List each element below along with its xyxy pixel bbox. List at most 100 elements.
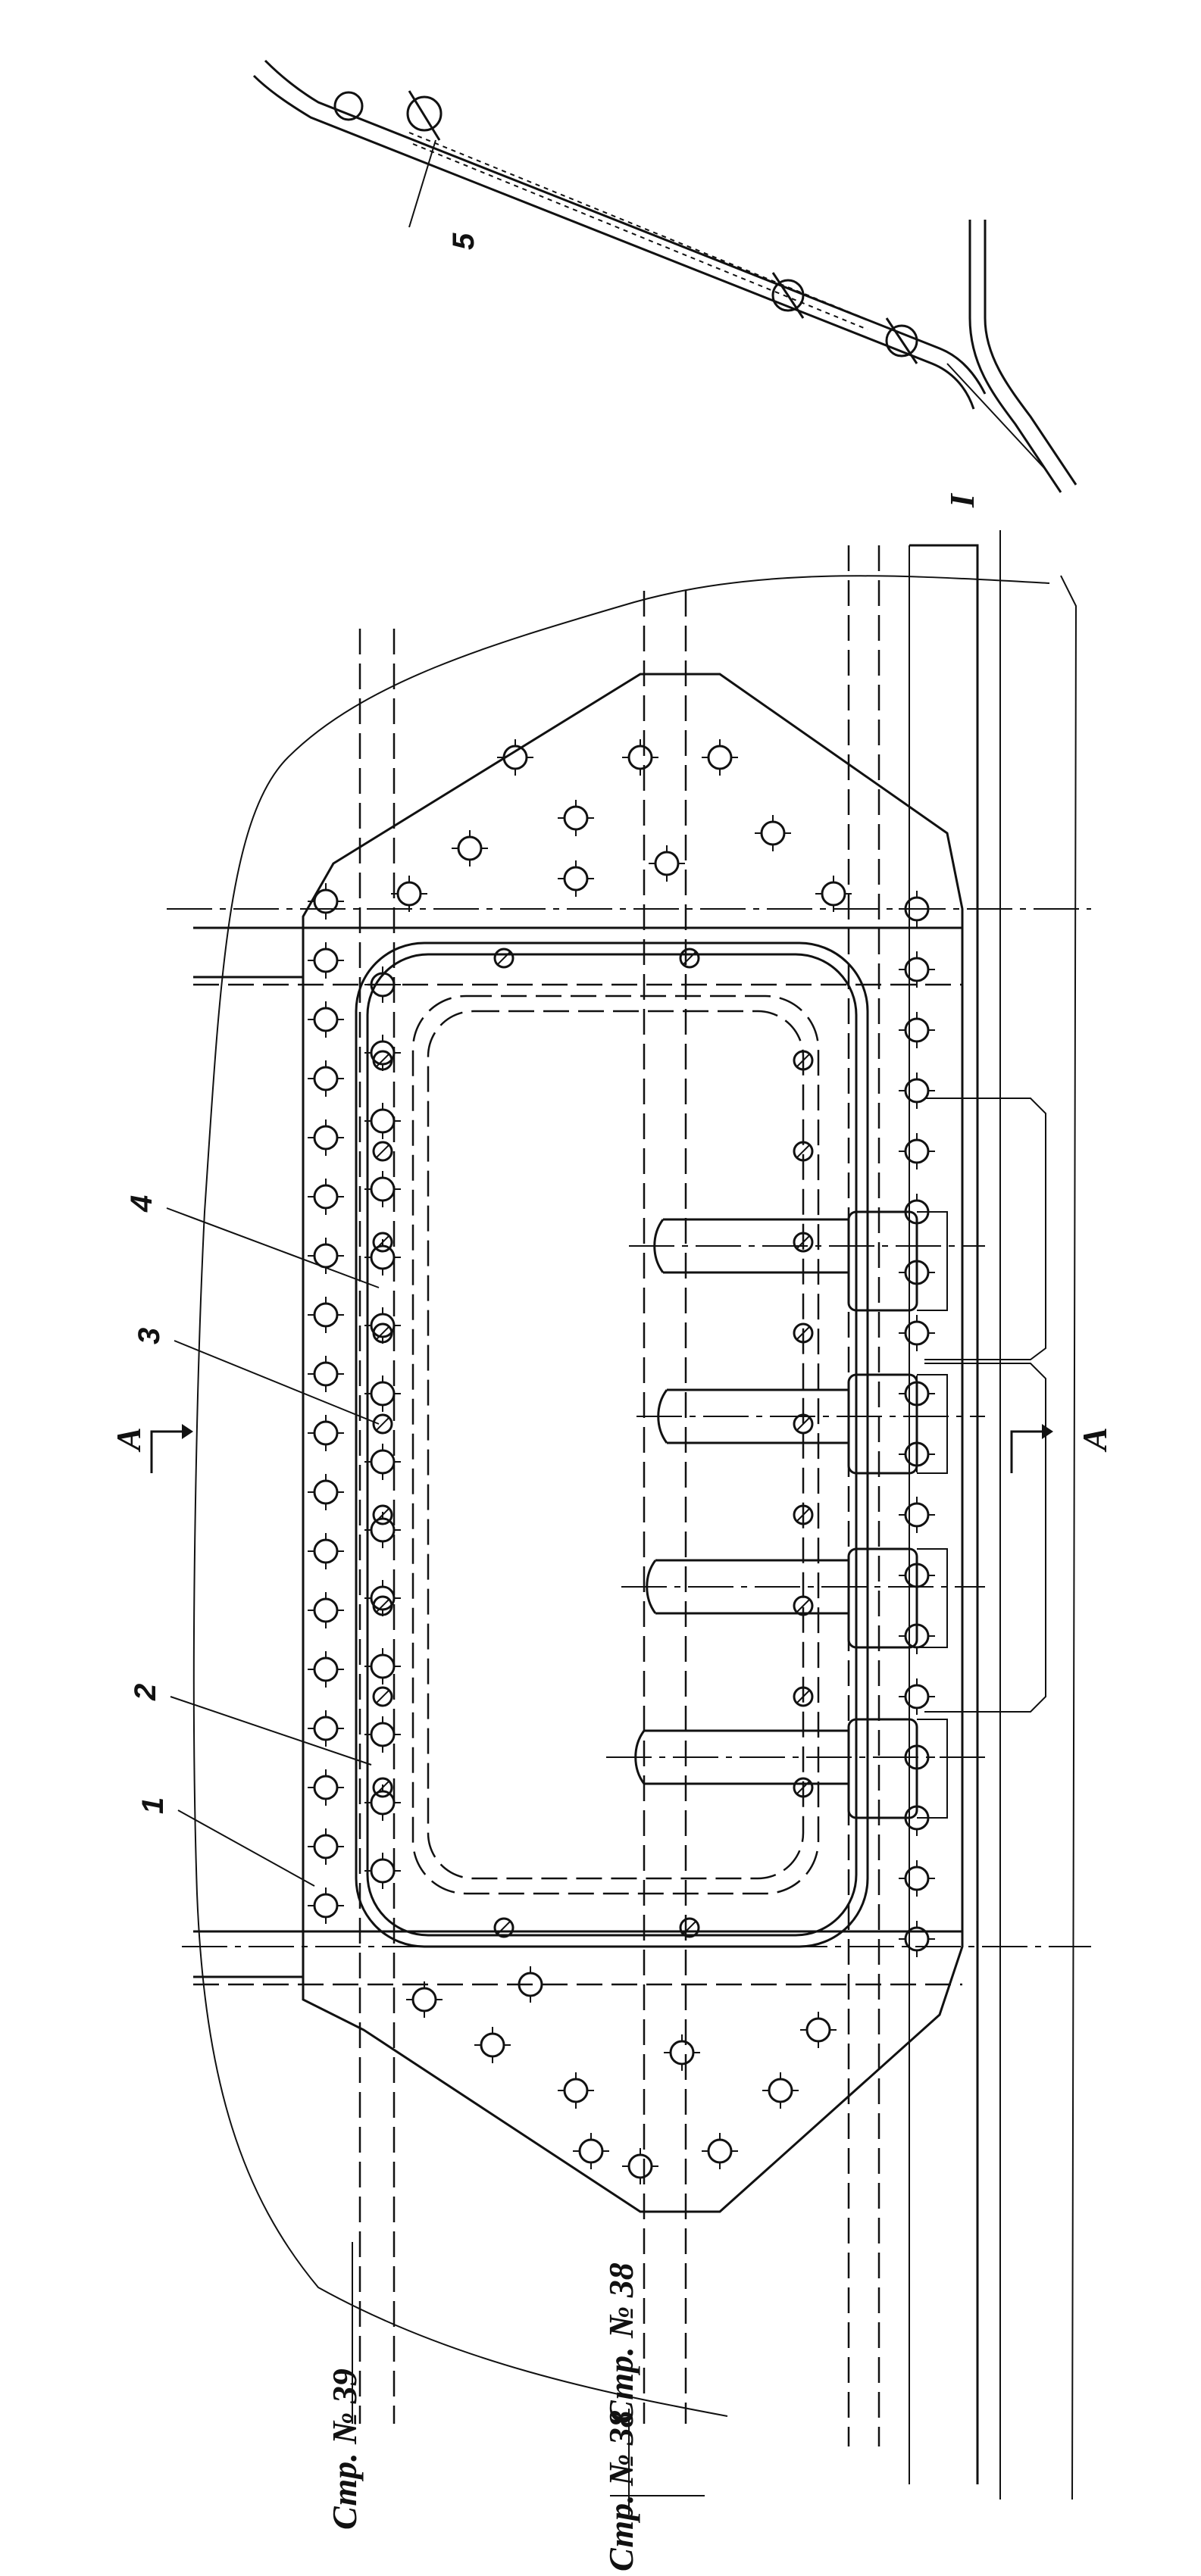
callout-leaders: 1 2 3 4 <box>125 1195 380 1887</box>
callout-5: 5 <box>447 233 480 250</box>
coaming-bolts <box>372 948 814 1938</box>
bolt <box>793 1141 814 1162</box>
rivet <box>313 1716 339 1741</box>
bolt-slash <box>375 1507 390 1522</box>
rivet <box>313 1775 339 1800</box>
bolt-slash <box>375 1416 390 1432</box>
bolt-slash <box>375 1325 390 1341</box>
rivet <box>313 1302 339 1328</box>
bolt <box>372 1232 393 1253</box>
bolt-slash <box>375 1598 390 1613</box>
bolt-slash <box>796 1325 811 1341</box>
rivet <box>370 1176 396 1202</box>
bolt <box>793 1504 814 1525</box>
transverse-beams <box>167 908 1091 1986</box>
bolt-slash <box>796 1053 811 1068</box>
bolt <box>372 1686 393 1707</box>
frame-label-38: Стр. № 38 <box>602 2262 640 2424</box>
rivet <box>563 805 589 831</box>
bolt-slash <box>796 1780 811 1795</box>
section-detail-label: I <box>943 492 981 508</box>
rivet <box>313 1184 339 1210</box>
hull-outline <box>192 530 1077 2500</box>
bolt-slash <box>682 1920 697 1935</box>
bolt-slash <box>796 1507 811 1522</box>
bolt-slash <box>796 1689 811 1704</box>
bolt <box>372 1777 393 1798</box>
section-marker-left: A <box>109 1424 193 1473</box>
rivet <box>370 1517 396 1543</box>
bolt <box>372 1504 393 1525</box>
section-mark-a-right: A <box>1075 1427 1114 1453</box>
bolt-detail-left <box>333 90 443 141</box>
rivet <box>370 1449 396 1475</box>
bolt <box>372 1141 393 1162</box>
rivet <box>313 1066 339 1091</box>
bolt <box>679 948 700 969</box>
section-marker-right: A <box>1010 1424 1114 1473</box>
pipe-penetrations <box>606 1218 985 1785</box>
bolt <box>372 1413 393 1435</box>
bolt-slash <box>375 1689 390 1704</box>
rivet <box>313 1893 339 1919</box>
bolt <box>793 1050 814 1071</box>
rivet <box>669 2040 695 2065</box>
rivet <box>411 1987 437 2012</box>
rivet <box>313 948 339 973</box>
rivet <box>654 851 680 876</box>
bolt-slash <box>375 1144 390 1159</box>
rivet <box>313 1597 339 1623</box>
bolt-slash <box>796 1416 811 1432</box>
callout-3: 3 <box>133 1328 166 1344</box>
rivet <box>563 866 589 891</box>
bolt <box>372 1322 393 1344</box>
rivet <box>313 1420 339 1446</box>
frame-label-38-bottom: Стр. № 38 <box>602 2410 640 2571</box>
rivet <box>627 745 653 770</box>
hatch-coaming <box>355 941 869 1948</box>
doubler-plate <box>302 673 964 2213</box>
callout-2: 2 <box>129 1684 162 1701</box>
section-detail: 5 I <box>252 59 1077 508</box>
bolt <box>493 948 514 969</box>
rivet <box>578 2138 604 2164</box>
rivet <box>313 1361 339 1387</box>
bolt <box>679 1917 700 1938</box>
rivet <box>370 1722 396 1747</box>
rivet <box>313 1479 339 1505</box>
rivet <box>313 1007 339 1032</box>
bolt <box>493 1917 514 1938</box>
bolt <box>793 1322 814 1344</box>
leader-5 <box>408 139 436 228</box>
bolt-slash <box>682 951 697 966</box>
bolt-slash <box>496 951 511 966</box>
bolt <box>793 1595 814 1616</box>
rivet <box>313 1243 339 1269</box>
bolt-slash <box>496 1920 511 1935</box>
rivets <box>308 739 935 2184</box>
frame-labels: Стр. № 39 Стр. № 38 Стр. № 38 <box>325 2242 705 2571</box>
rivet <box>821 881 846 907</box>
bolt-detail-mid <box>771 272 805 319</box>
callout-4: 4 <box>125 1195 158 1213</box>
rivet <box>768 2078 793 2103</box>
rivet <box>313 1834 339 1859</box>
bolt <box>793 1413 814 1435</box>
rivet <box>707 2138 733 2164</box>
rivet <box>370 1244 396 1270</box>
rivet <box>480 2032 505 2058</box>
bolt <box>793 1686 814 1707</box>
bolt <box>372 1050 393 1071</box>
rivet <box>370 1858 396 1884</box>
rivet <box>457 835 483 861</box>
rivet <box>627 2153 653 2179</box>
rivet <box>396 881 422 907</box>
rivet <box>370 1381 396 1407</box>
frame-stiffeners <box>358 544 979 2484</box>
frame-label-39: Стр. № 39 <box>325 2368 364 2530</box>
rivet <box>313 1656 339 1682</box>
bolt-slash <box>796 1235 811 1250</box>
bolt-slash <box>796 1144 811 1159</box>
bolt-detail-right <box>885 317 918 364</box>
bolt <box>372 1595 393 1616</box>
